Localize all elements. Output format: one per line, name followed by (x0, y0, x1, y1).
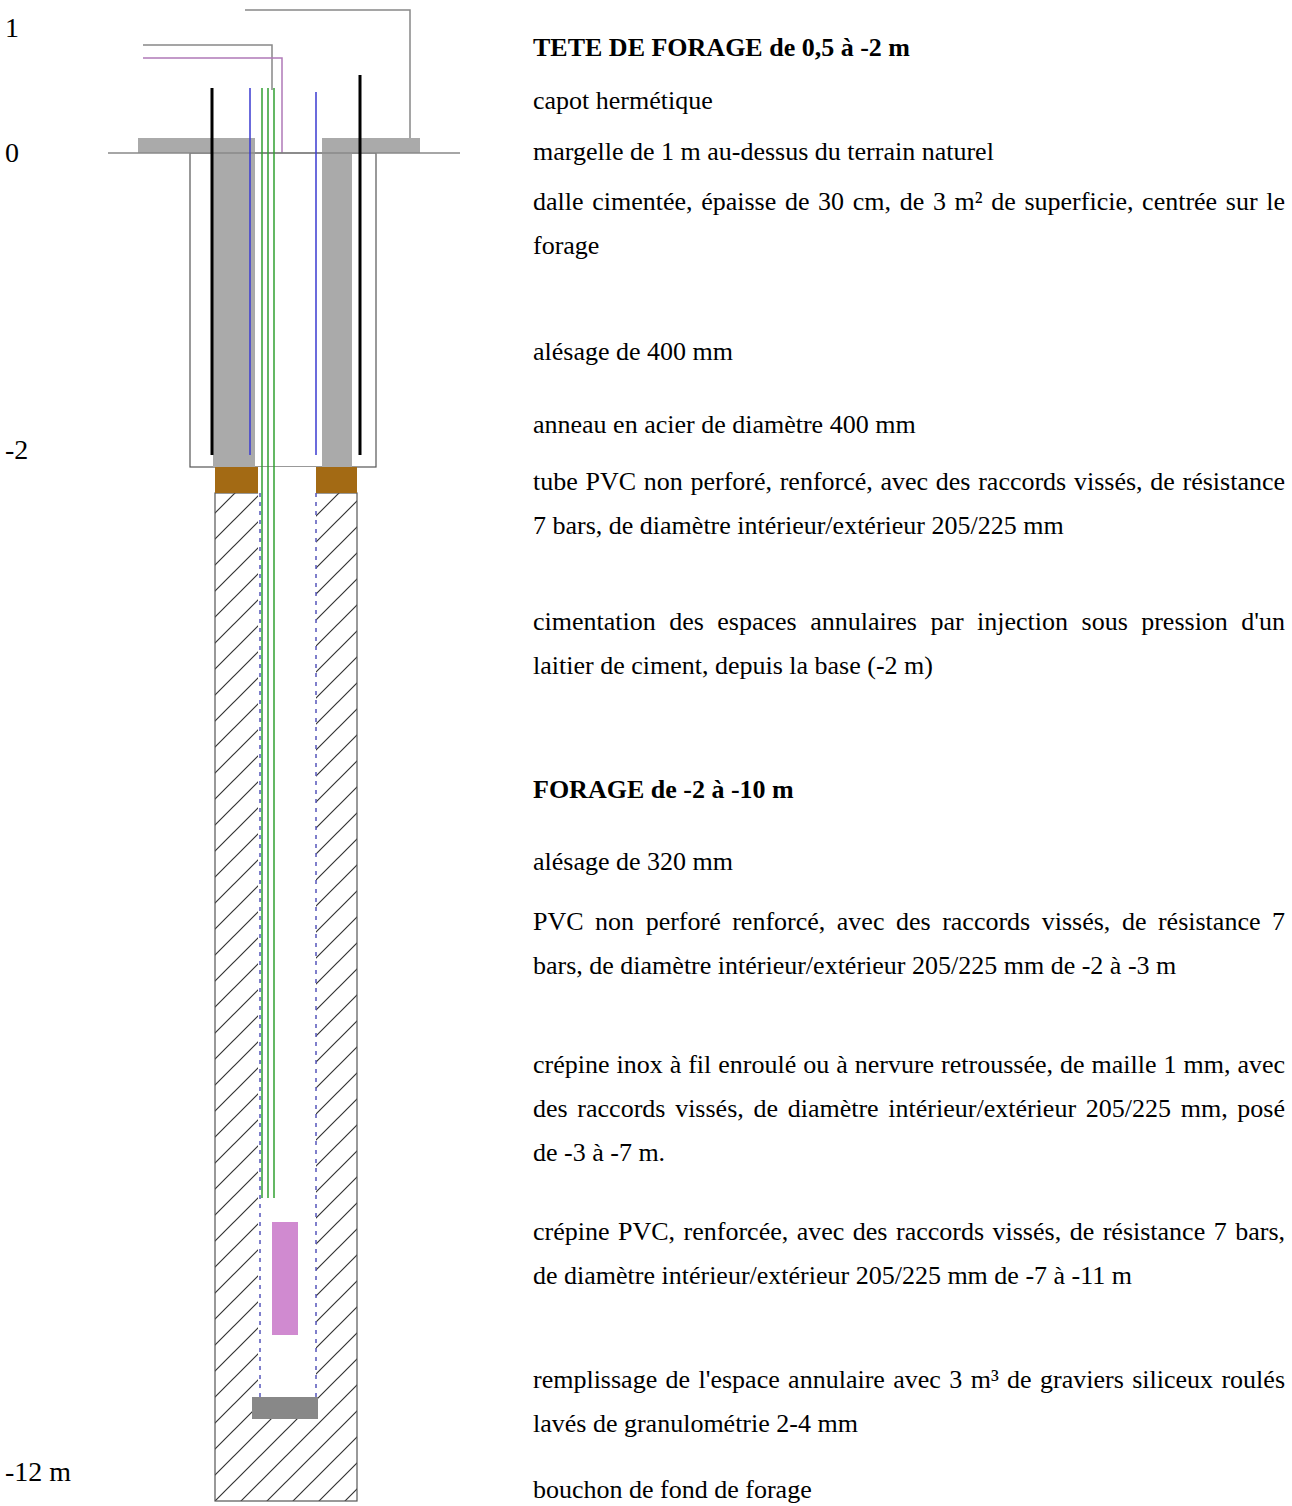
description-text: anneau en acier de diamètre 400 mm (533, 403, 1285, 447)
description-text: capot hermétique (533, 79, 1285, 123)
cable (143, 45, 272, 90)
description-text: alésage de 320 mm (533, 840, 1285, 884)
casing-tube (315, 92, 317, 455)
description-text: cimentation des espaces annulaires par i… (533, 600, 1285, 688)
description-text: crépine PVC, renforcée, avec des raccord… (533, 1210, 1285, 1298)
steel-ring (211, 88, 214, 455)
bottom-plug (252, 1397, 318, 1419)
casing-tube (249, 88, 251, 455)
ground-line (108, 152, 460, 154)
description-text: dalle cimentée, épaisse de 30 cm, de 3 m… (533, 180, 1285, 268)
description-text: remplissage de l'espace annulaire avec 3… (533, 1358, 1285, 1446)
screen (315, 493, 317, 1420)
upper-bore (190, 153, 376, 467)
clay-plug (215, 467, 258, 493)
cement-right (322, 153, 352, 467)
description-text: crépine inox à fil enroulé ou à nervure … (533, 1043, 1285, 1175)
description-text: PVC non perforé renforcé, avec des racco… (533, 900, 1285, 988)
cable-frame (245, 10, 410, 140)
cement-left (213, 153, 255, 467)
probe-cable (273, 88, 275, 1198)
depth-mark: -2 (5, 428, 65, 472)
pump (272, 1222, 298, 1335)
description-text: margelle de 1 m au-dessus du terrain nat… (533, 130, 1285, 174)
depth-mark: 0 (5, 131, 65, 175)
section-heading: FORAGE de -2 à -10 m (533, 768, 1285, 812)
section-heading: TETE DE FORAGE de 0,5 à -2 m (533, 26, 1285, 70)
slab-left (138, 138, 255, 153)
description-text: alésage de 400 mm (533, 330, 1285, 374)
slab-right (322, 138, 420, 153)
casing-interior (258, 467, 316, 1419)
screen (259, 493, 261, 1420)
clay-plug (314, 467, 357, 493)
steel-ring (359, 75, 362, 455)
probe-cable (267, 88, 269, 1198)
depth-mark: 1 (5, 6, 65, 50)
depth-mark: -12 m (5, 1450, 105, 1494)
description-text: bouchon de fond de forage (533, 1468, 1285, 1506)
probe-cable (261, 88, 263, 1198)
description-text: tube PVC non perforé, renforcé, avec des… (533, 460, 1285, 548)
